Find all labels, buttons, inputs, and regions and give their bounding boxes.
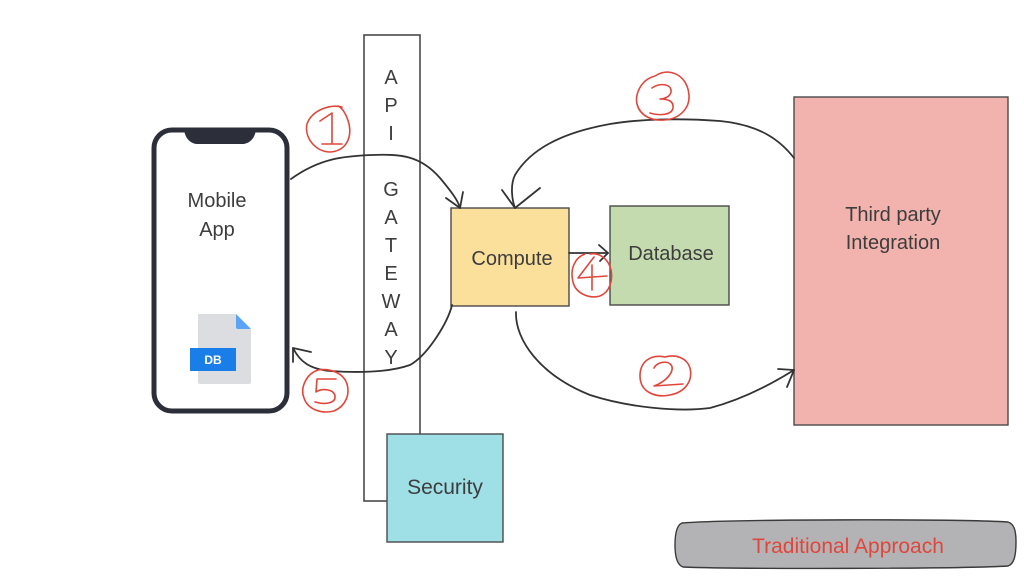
security-node[interactable]: Security [386,433,504,543]
database-node[interactable]: Database [609,205,730,306]
connector-step-4 [568,244,609,262]
connector-step-3 [501,118,795,209]
third-party-integration-node[interactable]: Third party Integration [793,96,1009,426]
step-marker-5 [302,368,349,413]
api-gateway-letter: I [388,123,394,145]
api-gateway-letter: T [385,235,397,257]
compute-node[interactable]: Compute [450,207,570,307]
connector-step-1 [290,153,464,209]
step-marker-1 [305,105,351,153]
caption-label: Traditional Approach [752,535,944,558]
step-marker-3 [635,71,690,121]
db-file-badge: DB [204,353,222,367]
mobile-app-label-line2: App [199,219,235,241]
mobile-app-label-line1: Mobile [188,190,247,212]
api-gateway-letter: A [384,319,398,341]
api-gateway-letter: Y [384,347,397,369]
api-gateway-letter: P [384,95,397,117]
connector-step-2 [515,311,795,411]
third-party-label-line1: Third party [845,204,941,226]
approach-caption: Traditional Approach [674,519,1017,570]
api-gateway-letter: A [384,207,398,229]
api-gateway-letter: W [382,291,401,313]
database-label: Database [628,243,714,265]
third-party-label-line2: Integration [846,232,941,254]
phone-notch [184,130,256,144]
api-gateway-letter: G [383,179,399,201]
db-file-icon: DB [190,314,251,384]
security-label: Security [407,476,483,499]
step-marker-2 [639,355,692,397]
api-gateway-letter: E [384,263,397,285]
compute-label: Compute [471,248,552,270]
mobile-app-node[interactable]: Mobile App DB [151,127,290,414]
api-gateway-letter: A [384,67,398,89]
step-marker-4 [571,252,613,298]
connector-step-5 [292,304,453,373]
